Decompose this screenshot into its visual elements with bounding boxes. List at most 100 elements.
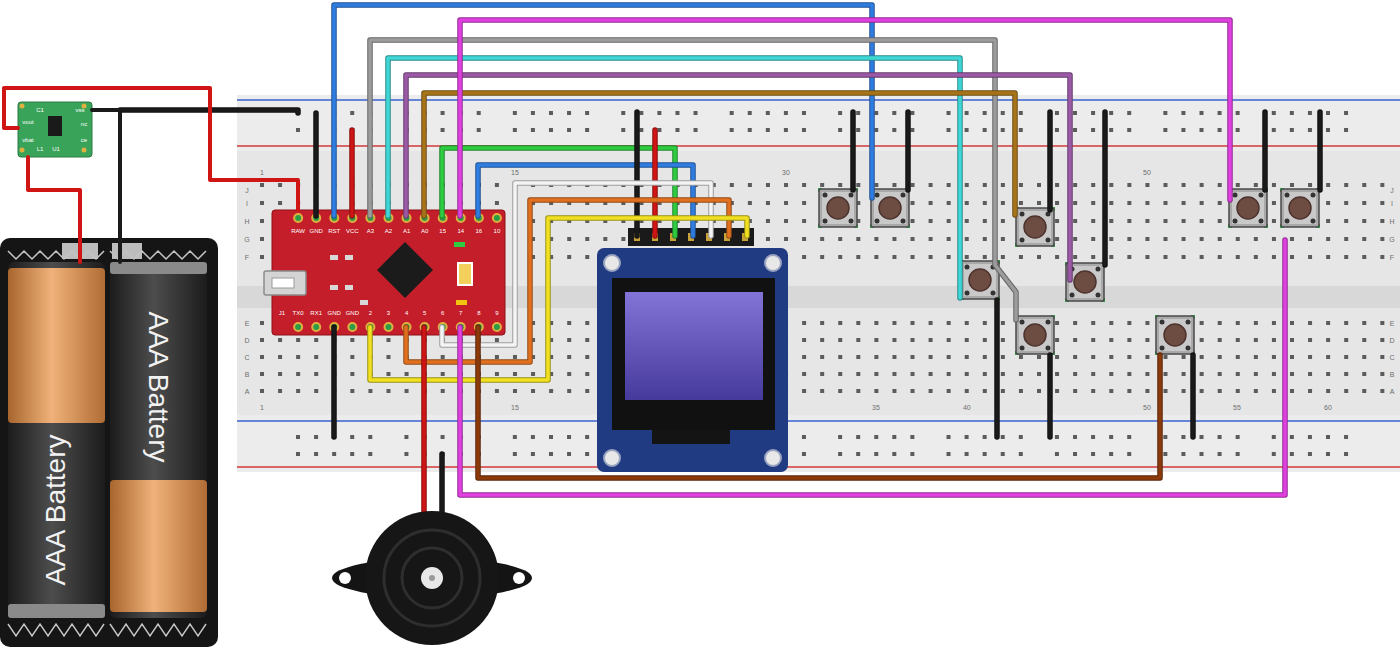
breadboard-hole — [1073, 389, 1077, 393]
breadboard-hole — [911, 219, 915, 223]
button-body — [1016, 208, 1054, 246]
breadboard-hole — [1127, 237, 1131, 241]
pin-label: RST — [328, 228, 340, 234]
breadboard-hole — [567, 452, 571, 456]
breadboard-hole — [748, 201, 752, 205]
breadboard-hole — [260, 201, 264, 205]
breadboard-hole — [784, 128, 788, 132]
row-letter: J — [1389, 187, 1395, 194]
breadboard-hole — [260, 255, 264, 259]
breadboard-hole — [892, 435, 896, 439]
breadboard-hole — [405, 372, 409, 376]
wire-outline — [1047, 112, 1053, 210]
breadboard-hole — [1145, 355, 1149, 359]
row-letter: C — [243, 354, 250, 361]
breadboard-hole — [441, 389, 445, 393]
wire — [995, 300, 999, 437]
breadboard-hole — [1037, 355, 1041, 359]
breadboard-hole — [1182, 389, 1186, 393]
wire-outline — [439, 454, 445, 520]
button-cap — [969, 269, 991, 291]
breadboard-hole — [1344, 255, 1348, 259]
breadboard-hole — [820, 237, 824, 241]
breadboard-hole — [260, 355, 264, 359]
breadboard-hole — [441, 111, 445, 115]
breadboard-hole — [1344, 435, 1348, 439]
breadboard-hole — [1001, 435, 1005, 439]
button-dot — [1186, 346, 1191, 351]
breadboard-hole — [1055, 111, 1059, 115]
breadboard-hole — [549, 389, 553, 393]
breadboard-hole — [1091, 452, 1095, 456]
breadboard-hole — [621, 128, 625, 132]
breadboard-hole — [1308, 183, 1312, 187]
breadboard-hole — [386, 355, 390, 359]
breadboard-hole — [1019, 128, 1023, 132]
breadboard-hole — [278, 389, 282, 393]
column-number: 1 — [259, 169, 265, 176]
breadboard-hole — [1145, 338, 1149, 342]
breadboard-hole — [1218, 389, 1222, 393]
breadboard-hole — [1308, 255, 1312, 259]
breadboard-hole — [1145, 389, 1149, 393]
breadboard-hole — [947, 452, 951, 456]
breadboard-hole — [1019, 111, 1023, 115]
breadboard-hole — [965, 237, 969, 241]
breadboard-hole — [1308, 111, 1312, 115]
breadboard-hole — [1055, 201, 1059, 205]
button-face — [1019, 319, 1051, 351]
breadboard-hole — [477, 111, 481, 115]
button-dot — [823, 219, 828, 224]
breadboard-hole — [585, 111, 589, 115]
button-body — [1229, 189, 1267, 227]
breadboard-hole — [1362, 255, 1366, 259]
breadboard-hole — [1091, 389, 1095, 393]
breadboard-hole — [585, 452, 589, 456]
breadboard-hole — [549, 111, 553, 115]
pin-label: 7 — [459, 310, 462, 316]
breadboard-hole — [1218, 452, 1222, 456]
header-pin — [493, 214, 501, 222]
breadboard-hole — [1164, 183, 1168, 187]
breadboard-hole — [1200, 201, 1204, 205]
breadboard-hole — [802, 389, 806, 393]
breadboard-hole — [1182, 219, 1186, 223]
oled-glass — [612, 278, 775, 430]
column-number: 60 — [1323, 404, 1333, 411]
breadboard-hole — [1236, 321, 1240, 325]
wire-outline — [478, 327, 1160, 478]
breadboard-hole — [838, 255, 842, 259]
breadboard-hole — [947, 201, 951, 205]
breadboard-hole — [621, 237, 625, 241]
breadboard-hole — [531, 435, 535, 439]
pin-label: RAW — [291, 228, 305, 234]
breadboard-hole — [892, 111, 896, 115]
wire-outline — [1190, 355, 1196, 437]
breadboard-hole — [1380, 372, 1384, 376]
breadboard-hole — [1091, 255, 1095, 259]
breadboard-hole — [856, 111, 860, 115]
breadboard-hole — [730, 128, 734, 132]
buzzer-center-dot — [429, 575, 435, 581]
breadboard-hole — [675, 111, 679, 115]
wire-outline — [1047, 355, 1053, 437]
breadboard-hole — [874, 372, 878, 376]
breadboard-hole — [1127, 255, 1131, 259]
breadboard-hole — [965, 372, 969, 376]
pin-label: vbat — [22, 137, 33, 143]
breadboard-hole — [1326, 321, 1330, 325]
mount-hole — [513, 572, 525, 584]
breadboard-hole — [675, 128, 679, 132]
breadboard-hole — [766, 219, 770, 223]
pro-micro-board — [264, 210, 505, 335]
breadboard-hole — [929, 219, 933, 223]
breadboard-hole — [1127, 183, 1131, 187]
row-letter: E — [1389, 320, 1396, 327]
oled-screen — [625, 292, 763, 400]
breadboard-hole — [585, 435, 589, 439]
breadboard-hole — [1037, 183, 1041, 187]
breadboard-hole — [983, 372, 987, 376]
breadboard-hole — [820, 255, 824, 259]
breadboard-hole — [947, 389, 951, 393]
pin-label: TX0 — [293, 310, 304, 316]
